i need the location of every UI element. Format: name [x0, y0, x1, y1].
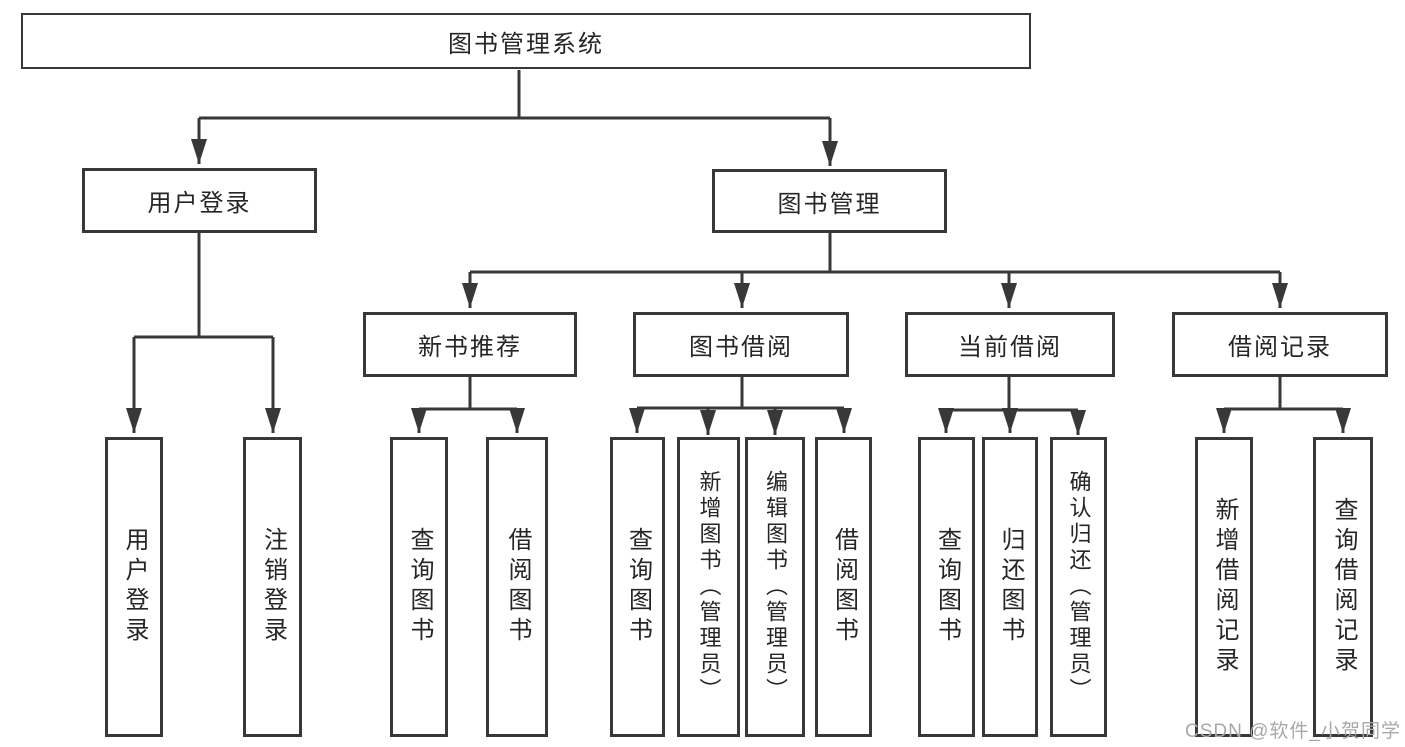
node-current-borrow: 当前借阅: [905, 312, 1115, 377]
node-user-login: 用户登录: [82, 168, 317, 233]
node-label: 编辑图书（管理员）: [763, 470, 788, 704]
node-borrow-query-books: 查询图书: [610, 437, 665, 737]
node-return-books: 归还图书: [982, 437, 1038, 737]
node-label: 图书管理系统: [448, 30, 604, 58]
node-label: 新增借阅记录: [1211, 497, 1238, 677]
node-confirm-return-admin: 确认归还（管理员）: [1050, 437, 1107, 737]
node-label: 查询图书: [406, 527, 433, 647]
node-label: 查询图书: [624, 527, 652, 647]
node-borrow-borrow-books: 借阅图书: [815, 437, 872, 737]
node-book-management: 图书管理: [712, 169, 947, 233]
node-label: 用户登录: [121, 527, 148, 647]
node-label: 用户登录: [147, 190, 252, 217]
node-current-query-books: 查询图书: [918, 437, 975, 737]
node-logout-action: 注销登录: [243, 437, 302, 737]
node-label: 借阅记录: [1228, 334, 1332, 361]
node-new-book-recommend: 新书推荐: [363, 312, 577, 377]
node-label: 确认归还（管理员）: [1066, 470, 1092, 704]
node-edit-books-admin: 编辑图书（管理员）: [745, 437, 805, 737]
node-recommend-query-books: 查询图书: [390, 437, 448, 737]
node-label: 借阅图书: [504, 527, 531, 647]
node-label: 新书推荐: [418, 334, 522, 361]
node-label: 当前借阅: [958, 334, 1062, 361]
node-library-management-system: 图书管理系统: [21, 13, 1031, 69]
node-label: 借阅图书: [830, 527, 858, 647]
node-book-borrow: 图书借阅: [633, 312, 849, 377]
node-recommend-borrow-books: 借阅图书: [486, 437, 548, 737]
node-label: 查询图书: [933, 527, 961, 647]
node-login-action: 用户登录: [105, 437, 163, 737]
node-label: 图书借阅: [689, 334, 793, 361]
node-borrow-records: 借阅记录: [1172, 312, 1388, 377]
csdn-watermark: CSDN @软件_小贺同学: [1185, 721, 1401, 742]
node-label: 注销登录: [259, 527, 287, 647]
node-add-books-admin: 新增图书（管理员）: [677, 437, 740, 737]
node-label: 新增图书（管理员）: [696, 470, 722, 704]
node-label: 图书管理: [777, 190, 882, 218]
node-add-borrow-record: 新增借阅记录: [1195, 437, 1253, 737]
node-query-borrow-record: 查询借阅记录: [1313, 437, 1373, 737]
node-label: 查询借阅记录: [1330, 497, 1357, 677]
node-label: 归还图书: [997, 527, 1024, 647]
